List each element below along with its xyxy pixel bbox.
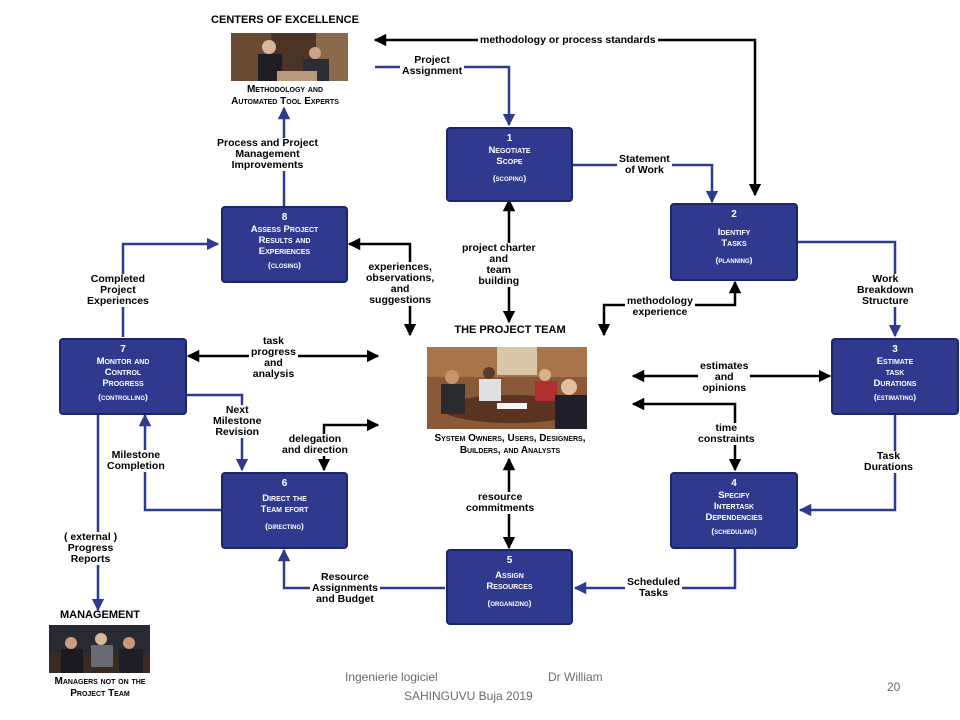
label-statement-of-work: Statement of Work <box>617 153 672 176</box>
box-negotiate-scope[interactable]: 1 Negotiate Scope (scoping) <box>446 127 573 202</box>
label-scheduled-tasks: Scheduled Tasks <box>625 576 683 599</box>
box-title: Negotiate Scope <box>488 145 531 167</box>
arrow-monitor-to-direct <box>187 393 249 472</box>
box-number: 5 <box>506 555 513 566</box>
box-title: Specify Intertask Dependencies <box>705 490 763 523</box>
management-heading: MANAGEMENT <box>59 609 141 621</box>
centers-of-excellence-heading: CENTERS OF EXCELLENCE <box>211 14 359 26</box>
box-number: 4 <box>731 478 737 489</box>
box-specify-dependencies[interactable]: 4 Specify Intertask Dependencies (schedu… <box>670 472 798 549</box>
box-title: Assign Resources <box>486 570 533 592</box>
project-team-heading: THE PROJECT TEAM <box>454 324 566 336</box>
box-estimate-durations[interactable]: 3 Estimate task Durations (estimating) <box>831 338 959 415</box>
management-caption: Managers not on the Project Team <box>54 676 146 699</box>
footer-author-second-line: SAHINGUVU Buja 2019 <box>404 689 533 703</box>
label-delegation: delegation and direction <box>280 433 350 456</box>
label-task-progress: task progress and analysis <box>249 335 298 380</box>
box-number: 3 <box>892 344 898 355</box>
arrow-direct-to-monitor <box>138 413 221 512</box>
box-title: Direct the Team efort <box>260 493 309 515</box>
box-assign-resources[interactable]: 5 Assign Resources (organizing) <box>446 549 573 625</box>
box-phase: (organizing) <box>487 598 532 608</box>
project-team-caption: System Owners, Users, Designers, Builder… <box>434 433 586 456</box>
box-phase: (closing) <box>268 260 301 270</box>
box-number: 8 <box>281 212 288 223</box>
box-phase: (estimating) <box>873 392 917 402</box>
box-phase: (controlling) <box>98 392 148 402</box>
label-methodology-experience: methodology experience <box>625 295 695 318</box>
box-number: 2 <box>731 209 737 220</box>
box-title: Monitor and Control Progress <box>96 356 150 389</box>
box-phase: (scoping) <box>492 173 527 183</box>
label-work-breakdown: Work Breakdown Structure <box>855 273 916 307</box>
box-direct-team[interactable]: 6 Direct the Team efort (directing) <box>221 472 348 549</box>
label-resource-assignments: Resource Assignments and Budget <box>310 571 380 605</box>
coe-caption: Methodology and Automated Tool Experts <box>231 84 339 107</box>
label-estimates-opinions: estimates and opinions <box>698 360 751 394</box>
page-number: 20 <box>887 680 901 694</box>
footer-author: Dr William <box>548 670 603 684</box>
label-task-durations: Task Durations <box>862 450 916 473</box>
label-experiences: experiences, observations, and suggestio… <box>364 261 437 306</box>
label-milestone-completion: Milestone Completion <box>105 449 167 472</box>
box-title: Estimate task Durations <box>873 356 917 389</box>
footer-course: Ingenierie logiciel <box>345 670 438 684</box>
label-methodology-standards: methodology or process standards <box>478 34 658 46</box>
coe-experts-photo <box>231 33 348 81</box>
arrow-time-constraints <box>631 397 742 472</box>
label-time-constraints: time constraints <box>696 422 757 445</box>
arrow-resources-to-direct <box>277 548 445 590</box>
box-title: Assess Project Results and Experiences <box>250 224 319 257</box>
box-number: 7 <box>120 344 126 355</box>
box-assess-results[interactable]: 8 Assess Project Results and Experiences… <box>221 206 348 283</box>
box-monitor-control[interactable]: 7 Monitor and Control Progress (controll… <box>59 338 187 415</box>
management-photo <box>49 625 150 673</box>
box-title: Identify Tasks <box>717 227 751 249</box>
label-next-milestone: Next Milestone Revision <box>211 404 264 438</box>
arrow-estimate-to-dependencies <box>798 414 897 517</box>
box-number: 1 <box>506 133 513 144</box>
label-project-assignment: Project Assignment <box>400 54 465 77</box>
project-team-photo <box>427 347 587 429</box>
label-charter-team-building: project charter and team building <box>460 242 538 287</box>
label-resource-commitments: resource commitments <box>464 491 537 514</box>
box-phase: (scheduling) <box>711 526 757 536</box>
box-identify-tasks[interactable]: 2 Identify Tasks (planning) <box>670 203 798 281</box>
box-number: 6 <box>281 478 288 489</box>
box-phase: (planning) <box>715 255 753 265</box>
label-process-improvements: Process and Project Management Improveme… <box>215 137 320 171</box>
box-phase: (directing) <box>265 521 304 531</box>
label-completed-experiences: Completed Project Experiences <box>85 273 151 307</box>
label-external-reports: ( external ) Progress Reports <box>62 531 120 565</box>
